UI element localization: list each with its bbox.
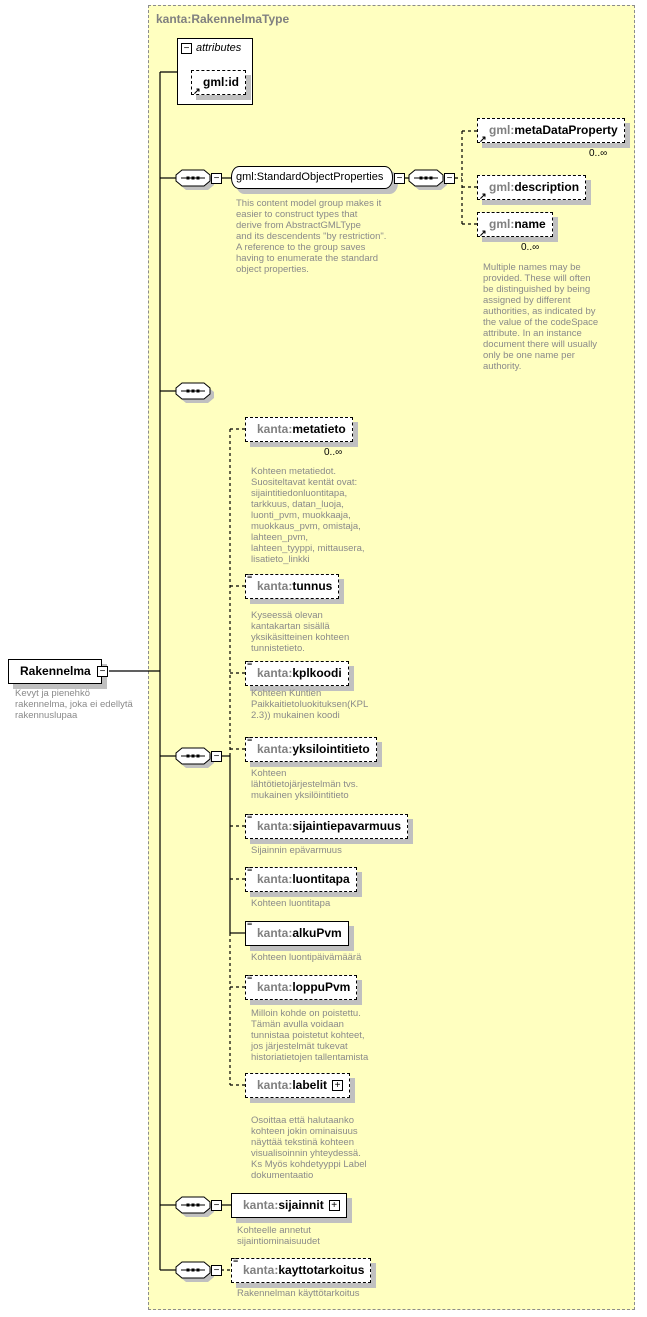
simple-content-icon: ≡ bbox=[247, 972, 253, 982]
occurrence-label: 0..∞ bbox=[324, 447, 343, 458]
namespace-prefix: kanta: bbox=[257, 422, 293, 436]
element-name: sijainnit bbox=[278, 1198, 324, 1212]
element-name: alkuPvm bbox=[292, 926, 342, 940]
simple-content-icon: ≡ bbox=[247, 811, 253, 821]
element-documentation: Rakennelman käyttötarkoitus bbox=[237, 1288, 360, 1299]
simple-content-icon: ≡ bbox=[247, 918, 253, 928]
element-yksilointitieto[interactable]: kanta:yksilointitieto ≡ bbox=[245, 734, 377, 762]
namespace-prefix: gml: bbox=[489, 180, 515, 194]
element-documentation: Kohteen luontipäivämäärä bbox=[251, 952, 362, 963]
sequence-compositor-icon[interactable] bbox=[175, 169, 214, 190]
element-documentation: Kyseessä olevan kantakartan sisällä yksi… bbox=[251, 610, 350, 654]
group-documentation: This content model group makes it easier… bbox=[236, 198, 387, 275]
empty-sequence-icon[interactable] bbox=[175, 382, 214, 403]
collapse-sequence-button[interactable]: − bbox=[211, 751, 222, 762]
collapse-sequence-button[interactable]: − bbox=[211, 173, 222, 184]
element-gml-description[interactable]: gml:description ↗ bbox=[477, 175, 587, 201]
namespace-prefix: kanta: bbox=[257, 926, 293, 940]
element-name: tunnus bbox=[292, 579, 333, 593]
attribute-gml-id[interactable]: gml:id ↗ bbox=[191, 70, 246, 96]
reference-arrow-icon: ↗ bbox=[193, 86, 201, 96]
element-documentation: Kohteelle annetut sijaintiominaisuudet bbox=[237, 1225, 320, 1247]
element-documentation: Kohteen lähtötietojärjestelmän tvs. muka… bbox=[251, 768, 359, 801]
group-name: gml:StandardObjectProperties bbox=[236, 171, 384, 183]
expand-element-button[interactable]: + bbox=[332, 1080, 344, 1091]
namespace-prefix: kanta: bbox=[257, 579, 293, 593]
complex-type-title: kanta:RakennelmaType bbox=[156, 12, 290, 26]
element-documentation: Multiple names may be provided. These wi… bbox=[483, 262, 599, 372]
namespace-prefix: gml: bbox=[489, 217, 515, 231]
reference-arrow-icon: ↗ bbox=[479, 228, 487, 238]
expand-element-button[interactable]: + bbox=[328, 1200, 340, 1211]
sequence-compositor-icon[interactable] bbox=[175, 1261, 214, 1282]
namespace-prefix: kanta: bbox=[257, 980, 293, 994]
element-documentation: Kohteen luontitapa bbox=[251, 898, 331, 909]
attribute-name: gml:id bbox=[203, 75, 239, 89]
element-name: metaDataProperty bbox=[514, 123, 618, 137]
element-name: labelit bbox=[292, 1078, 328, 1092]
element-luontitapa[interactable]: kanta:luontitapa ≡ bbox=[245, 864, 357, 892]
element-labelit[interactable]: kanta:labelit + bbox=[245, 1073, 351, 1098]
simple-content-icon: ≡ bbox=[247, 658, 253, 668]
element-sijainnit[interactable]: kanta:sijainnit + bbox=[231, 1193, 347, 1218]
simple-content-icon: ≡ bbox=[247, 571, 253, 581]
element-name: luontitapa bbox=[292, 872, 350, 886]
collapse-attributes-button[interactable]: − bbox=[181, 43, 192, 54]
element-gml-name[interactable]: gml:name ↗ bbox=[477, 212, 553, 238]
simple-content-icon: ≡ bbox=[233, 1255, 239, 1265]
element-tunnus[interactable]: kanta:tunnus ≡ bbox=[245, 571, 340, 599]
element-documentation: Kohteen Kuntien Paikkaitietoluokituksen(… bbox=[251, 688, 369, 721]
simple-content-icon: ≡ bbox=[247, 864, 253, 874]
root-element-name: Rakennelma bbox=[20, 664, 91, 678]
element-documentation: Kohteen metatiedot. Suositeltavat kentät… bbox=[251, 466, 365, 565]
namespace-prefix: gml: bbox=[489, 123, 515, 137]
collapse-group-button[interactable]: − bbox=[394, 173, 405, 184]
element-name: kplkoodi bbox=[292, 666, 342, 680]
simple-content-icon: ≡ bbox=[247, 734, 253, 744]
reference-arrow-icon: ↗ bbox=[479, 191, 487, 201]
element-name: sijaintiepavarmuus bbox=[292, 819, 402, 833]
namespace-prefix: kanta: bbox=[257, 1078, 293, 1092]
element-name: kayttotarkoitus bbox=[278, 1263, 365, 1277]
occurrence-label: 0..∞ bbox=[589, 148, 608, 159]
namespace-prefix: kanta: bbox=[243, 1263, 279, 1277]
element-sijaintiepavarmuus[interactable]: kanta:sijaintiepavarmuus ≡ bbox=[245, 811, 409, 839]
element-name: name bbox=[514, 217, 546, 231]
attributes-label: attributes bbox=[196, 42, 242, 54]
occurrence-label: 0..∞ bbox=[521, 242, 540, 253]
root-element-rakennelma[interactable]: Rakennelma bbox=[8, 659, 102, 684]
namespace-prefix: kanta: bbox=[257, 819, 293, 833]
complex-type-container bbox=[148, 5, 635, 1310]
element-documentation: Osoittaa että halutaanko kohteen jokin o… bbox=[251, 1115, 367, 1181]
element-documentation: Milloin kohde on poistettu. Tämän avulla… bbox=[251, 1008, 369, 1063]
element-name: metatieto bbox=[292, 422, 346, 436]
element-gml-metadataproperty[interactable]: gml:metaDataProperty ↗ bbox=[477, 118, 625, 144]
element-kayttotarkoitus[interactable]: kanta:kayttotarkoitus ≡ bbox=[231, 1255, 372, 1283]
namespace-prefix: kanta: bbox=[257, 742, 293, 756]
element-kplkoodi[interactable]: kanta:kplkoodi ≡ bbox=[245, 658, 349, 686]
namespace-prefix: kanta: bbox=[257, 666, 293, 680]
root-documentation: Kevyt ja pienehkö rakennelma, joka ei ed… bbox=[15, 688, 133, 721]
element-name: loppuPvm bbox=[292, 980, 351, 994]
reference-arrow-icon: ↗ bbox=[479, 134, 487, 144]
collapse-sequence-button[interactable]: − bbox=[444, 173, 455, 184]
collapse-root-button[interactable]: − bbox=[97, 666, 108, 677]
sequence-compositor-icon[interactable] bbox=[408, 169, 447, 190]
namespace-prefix: kanta: bbox=[243, 1198, 279, 1212]
group-standard-object-properties[interactable]: gml:StandardObjectProperties bbox=[231, 166, 393, 189]
element-alkupvm[interactable]: kanta:alkuPvm ≡ bbox=[245, 918, 349, 946]
element-documentation: Sijainnin epävarmuus bbox=[251, 845, 342, 856]
sequence-compositor-icon[interactable] bbox=[175, 747, 214, 768]
element-name: description bbox=[514, 180, 580, 194]
collapse-sequence-button[interactable]: − bbox=[211, 1200, 222, 1211]
element-name: yksilointitieto bbox=[292, 742, 370, 756]
element-loppupvm[interactable]: kanta:loppuPvm ≡ bbox=[245, 972, 358, 1000]
namespace-prefix: kanta: bbox=[257, 872, 293, 886]
collapse-sequence-button[interactable]: − bbox=[211, 1265, 222, 1276]
sequence-compositor-icon[interactable] bbox=[175, 1196, 214, 1217]
element-metatieto[interactable]: kanta:metatieto bbox=[245, 417, 353, 442]
